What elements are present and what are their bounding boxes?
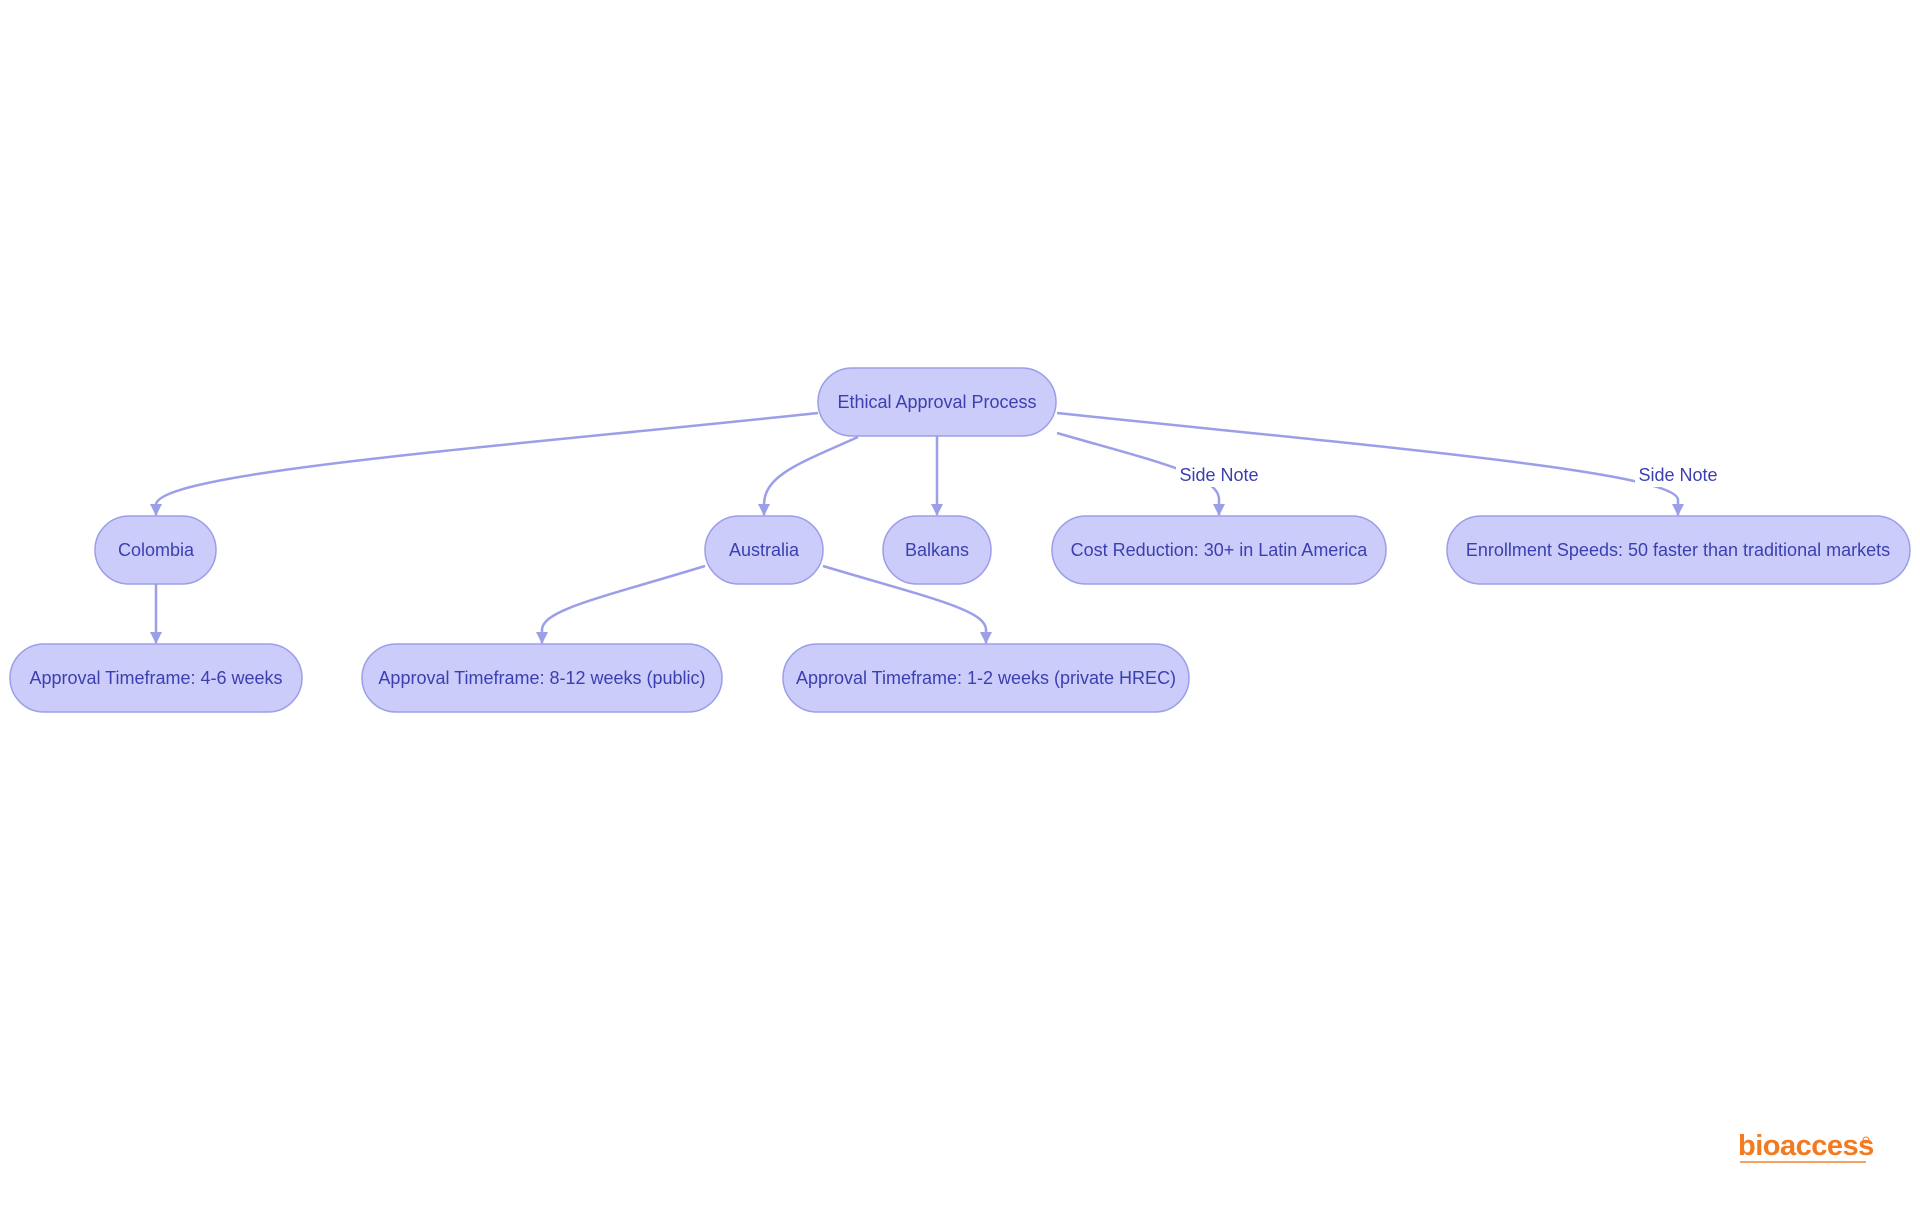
node-colombia-timeframe-label: Approval Timeframe: 4-6 weeks <box>29 668 282 688</box>
node-australia-public-timeframe: Approval Timeframe: 8-12 weeks (public) <box>361 643 723 713</box>
edge-label-cost: Side Note <box>1176 463 1262 487</box>
node-cost-reduction-label: Cost Reduction: 30+ in Latin America <box>1071 540 1369 560</box>
node-australia-public-timeframe-label: Approval Timeframe: 8-12 weeks (public) <box>378 668 705 688</box>
edge-root-enrollment <box>1056 411 1684 516</box>
edge-label-enrollment: Side Note <box>1635 463 1721 487</box>
node-root: Ethical Approval Process <box>817 367 1057 437</box>
edge-label-enrollment-text: Side Note <box>1638 465 1717 485</box>
edge-australia-private <box>822 564 992 644</box>
node-balkans-label: Balkans <box>905 540 969 560</box>
node-australia-label: Australia <box>729 540 800 560</box>
node-enrollment-speeds-label: Enrollment Speeds: 50 faster than tradit… <box>1466 540 1890 560</box>
node-australia-private-timeframe-label: Approval Timeframe: 1-2 weeks (private H… <box>796 668 1176 688</box>
node-root-label: Ethical Approval Process <box>837 392 1036 412</box>
edge-root-colombia <box>150 411 819 516</box>
logo-wordmark: bioaccess <box>1738 1130 1874 1162</box>
node-australia: Australia <box>704 515 824 585</box>
edge-root-australia <box>758 435 859 516</box>
edges <box>150 411 1684 644</box>
node-balkans: Balkans <box>882 515 992 585</box>
edge-label-cost-text: Side Note <box>1179 465 1258 485</box>
node-cost-reduction: Cost Reduction: 30+ in Latin America <box>1051 515 1387 585</box>
node-colombia: Colombia <box>94 515 217 585</box>
edge-australia-public <box>536 564 706 644</box>
node-enrollment-speeds: Enrollment Speeds: 50 faster than tradit… <box>1446 515 1911 585</box>
node-colombia-timeframe: Approval Timeframe: 4-6 weeks <box>9 643 303 713</box>
bioaccess-logo: bioaccess <box>1738 1130 1874 1163</box>
node-australia-private-timeframe: Approval Timeframe: 1-2 weeks (private H… <box>782 643 1190 713</box>
node-colombia-label: Colombia <box>118 540 195 560</box>
logo-tagline-mark <box>1740 1161 1866 1163</box>
registered-mark-icon <box>1862 1136 1870 1144</box>
